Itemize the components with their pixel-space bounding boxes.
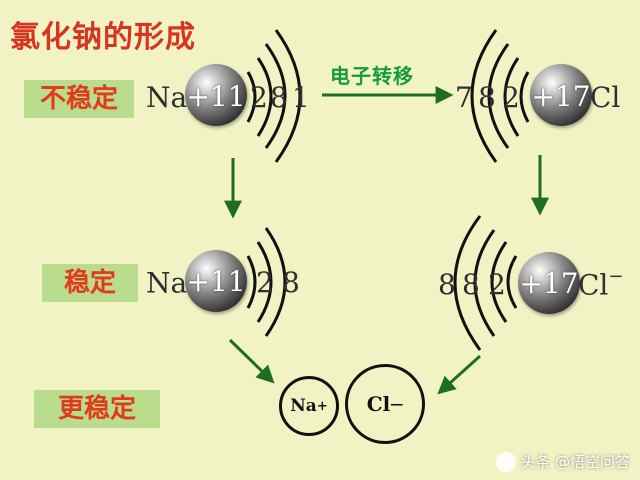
cl-ion-charge: −	[608, 266, 624, 287]
cl-ion-nucleus	[518, 252, 580, 314]
label-unstable: 不稳定	[24, 80, 134, 118]
cl-atom-shell-3	[487, 43, 510, 149]
electron-transfer-label: 电子转移	[330, 64, 414, 88]
label-stable-text: 稳定	[63, 268, 116, 298]
na-atom-nucleus	[185, 64, 247, 126]
cl-ion-shell-3	[473, 229, 496, 337]
cl-ion-circle: Cl—	[345, 364, 425, 444]
na-ion-nucleus	[185, 250, 247, 312]
cl-atom-shell-count-3: 2	[502, 81, 520, 114]
na-atom-symbol-text: Na	[146, 81, 188, 114]
watermark-text: 头条 @悟空问答	[520, 452, 630, 471]
label-more-stable-text: 更稳定	[57, 394, 136, 424]
na-atom-shell-2	[256, 57, 273, 137]
na-ion-circle-charge: +	[316, 398, 328, 414]
cl-ion-circle-charge: —	[390, 396, 404, 412]
na-ion-shell-2	[256, 241, 273, 323]
na-atom-symbol: Na	[146, 81, 187, 114]
na-atom-shell-count-2: 8	[270, 81, 288, 114]
cl-ion-shell-2	[490, 241, 508, 323]
cl-atom-nucleus	[530, 64, 592, 126]
cl-ion-symbol: Cl−	[578, 266, 624, 302]
na-ion-circle-symbol: Na	[290, 396, 317, 416]
cl-to-ion-arrow	[437, 354, 482, 395]
cl-atom-symbol-text: Cl	[590, 81, 621, 114]
diagram-title: 氯化钠的形成	[10, 20, 196, 55]
na-ion-shell-3	[264, 227, 287, 337]
cl-atom-shell-1	[519, 71, 530, 123]
cl-ion-shells	[453, 215, 518, 351]
na-to-ion-arrow	[228, 338, 275, 384]
na-atom-shell-count-1: 2	[250, 81, 268, 114]
na-ion-shell-count-2: 8	[282, 266, 300, 299]
na-ion-symbol-text: Na	[146, 266, 188, 300]
na-ion-nucleus-label: +11	[186, 265, 246, 298]
label-unstable-text: 不稳定	[39, 84, 118, 114]
cl-atom-shell-count-1: 7	[455, 81, 473, 114]
cl-ion-shell-count-3: 2	[488, 268, 506, 301]
cl-ion-nucleus-label: +17	[519, 267, 579, 300]
na-atom-shell-1	[246, 71, 257, 123]
cl-atom-shells	[470, 29, 530, 163]
na-ion-shell-count-1: 2	[256, 266, 274, 299]
watermark-logo-icon	[496, 452, 517, 472]
cl-atom-shell-4	[470, 29, 498, 163]
cl-ion-shell-1	[506, 255, 518, 309]
na-ion-shells	[246, 227, 287, 337]
na-ion-circle: Na+	[279, 376, 339, 436]
label-more-stable: 更稳定	[34, 390, 160, 428]
watermark: 头条 @悟空问答	[496, 451, 630, 472]
na-atom-shells	[246, 29, 302, 163]
cl-atom-shell-count-2: 8	[478, 81, 496, 114]
na-atom-shell-4	[274, 29, 302, 163]
cl-ion-shell-4	[453, 215, 482, 351]
cl-ion-shell-count-1: 8	[438, 268, 456, 301]
na-atom-shell-3	[264, 43, 287, 149]
cl-atom-shell-2	[503, 57, 520, 137]
label-stable: 稳定	[42, 264, 138, 302]
na-atom-shell-count-3: 1	[292, 81, 310, 114]
cl-atom-nucleus-label: +17	[531, 80, 591, 113]
cl-ion-shell-count-2: 8	[462, 268, 480, 301]
cl-atom-symbol: Cl	[590, 81, 620, 114]
cl-ion-symbol-text: Cl	[578, 268, 609, 302]
cl-ion-circle-symbol: Cl	[366, 392, 391, 416]
na-atom-nucleus-label: +11	[186, 80, 246, 113]
na-ion-shell-1	[246, 255, 257, 309]
